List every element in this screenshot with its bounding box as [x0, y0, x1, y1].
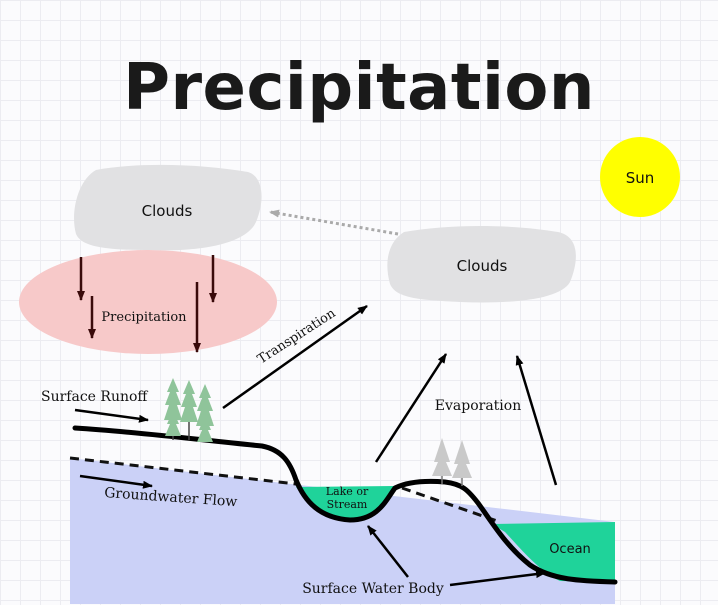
groundwater-flow-arrow [79, 474, 153, 489]
ground-surface-line [72, 425, 618, 585]
sun [600, 137, 680, 217]
cloud-movement-arrow [269, 209, 399, 236]
evaporation-arrow-lake [374, 353, 448, 463]
tree-icon [180, 380, 198, 440]
cloud-right [387, 226, 576, 303]
sun-label: Sun [626, 169, 655, 187]
tree-icon [165, 410, 213, 442]
cloud-left [74, 164, 262, 251]
surface-water-body-arrow-ocean [449, 570, 546, 587]
surface-water-body-arrow-lake [367, 525, 409, 578]
water-table-line [69, 456, 501, 524]
tree-icon [432, 438, 452, 484]
ocean-label: Ocean [549, 542, 591, 557]
tree-icon [452, 440, 472, 486]
evaporation-arrow-ocean [515, 355, 558, 486]
groundwater-zone [70, 458, 615, 604]
page-title: Precipitation [123, 51, 595, 125]
ocean-water [492, 522, 615, 582]
lake-label-line1: Lake or [326, 485, 369, 498]
surface-runoff-label: Surface Runoff [41, 389, 148, 405]
clouds-right-label: Clouds [457, 257, 508, 275]
surface-water-body-label: Surface Water Body [302, 581, 444, 597]
surface-runoff-arrow [74, 408, 149, 423]
precipitation-zone [19, 250, 277, 354]
evaporation-label: Evaporation [435, 398, 521, 414]
clouds-left-label: Clouds [142, 202, 193, 220]
precipitation-label: Precipitation [101, 310, 187, 325]
lake-label-line2: Stream [327, 498, 368, 511]
transpiration-arrow [222, 304, 368, 410]
